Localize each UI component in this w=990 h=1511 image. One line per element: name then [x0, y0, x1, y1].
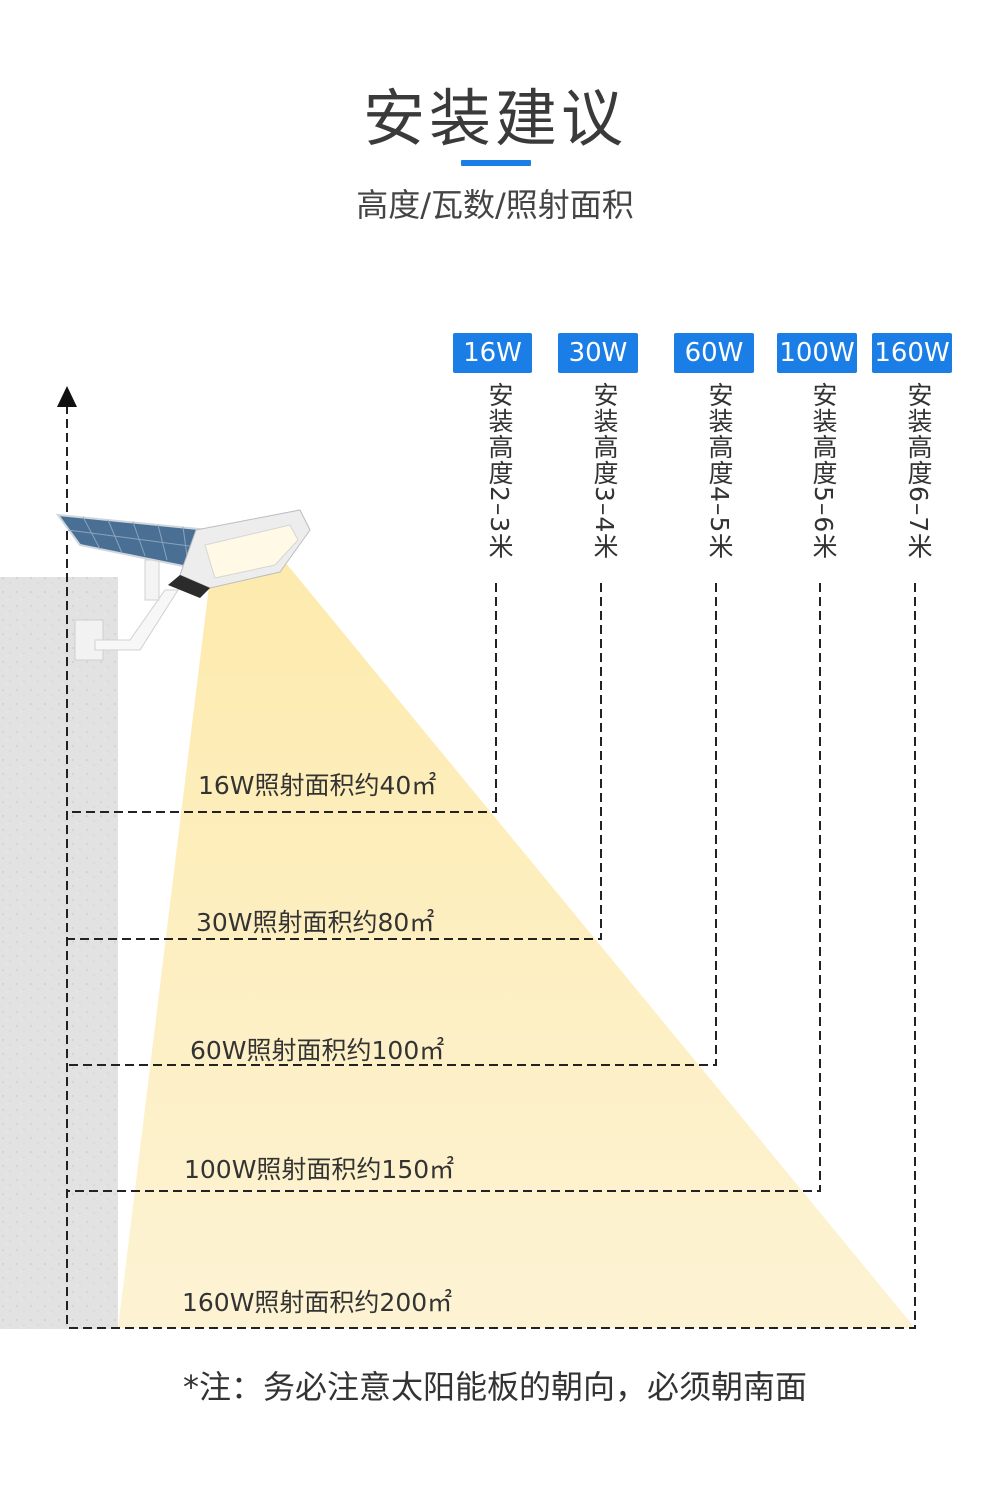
arrow-up-icon [57, 386, 77, 407]
area-label-60w: 60W照射面积约100㎡ [190, 1036, 445, 1065]
light-beam [118, 562, 915, 1328]
badge-100w: 100W [777, 333, 857, 373]
height-label-16w: 安装高度2–3米 [485, 382, 514, 560]
guide-30w [67, 583, 602, 940]
guide-16w [67, 583, 497, 813]
badge-30w: 30W [558, 333, 638, 373]
area-label-16w: 16W照射面积约40㎡ [198, 771, 437, 800]
height-label-30w: 安装高度3–4米 [590, 382, 619, 560]
installation-note: *注：务必注意太阳能板的朝向，必须朝南面 [182, 1368, 807, 1406]
guide-60w [67, 583, 717, 1066]
height-label-60w: 安装高度4–5米 [705, 382, 734, 560]
solar-street-light-icon [55, 509, 311, 661]
guide-160w [67, 583, 916, 1329]
height-label-160w: 安装高度6–7米 [904, 382, 933, 560]
badge-16w: 16W [453, 333, 532, 373]
wall [0, 577, 118, 1329]
area-label-30w: 30W照射面积约80㎡ [196, 908, 435, 937]
guide-100w [67, 583, 821, 1192]
badge-60w: 60W [674, 333, 754, 373]
page-title: 安装建议 [362, 82, 627, 155]
area-label-100w: 100W照射面积约150㎡ [184, 1155, 455, 1184]
title-underline [461, 160, 531, 166]
height-label-100w: 安装高度5–6米 [809, 382, 838, 560]
page-subtitle: 高度/瓦数/照射面积 [356, 186, 634, 224]
badge-160w: 160W [872, 333, 952, 373]
area-label-160w: 160W照射面积约200㎡ [182, 1288, 453, 1317]
